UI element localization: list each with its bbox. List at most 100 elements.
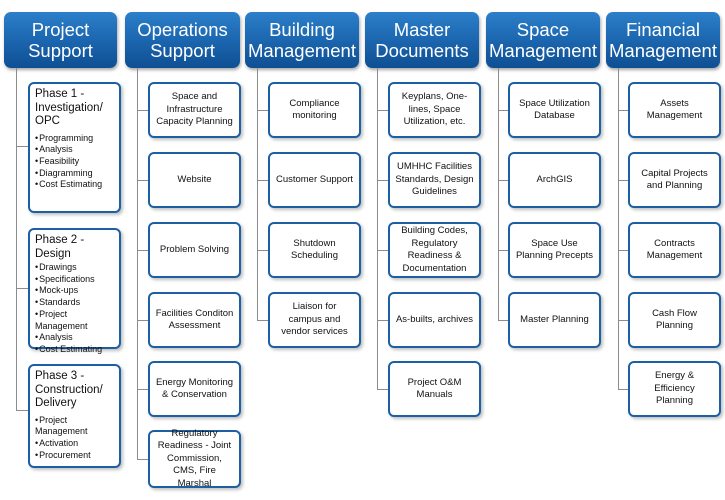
phase-task: Programming [35, 133, 113, 145]
connector-line [618, 320, 630, 321]
header-space-management: Space Management [486, 12, 600, 68]
fin-box-energy-efficiency: Energy & Efficiency Planning [628, 361, 721, 417]
connector-line [618, 68, 619, 389]
connector-line [137, 320, 149, 321]
connector-line [377, 389, 389, 390]
box-label: Regulatory Readiness - Joint Commission,… [157, 427, 232, 489]
box-label: Facilities Conditon Assessment [155, 307, 234, 332]
connector-line [377, 250, 389, 251]
box-label: Energy & Efficiency Planning [654, 370, 695, 407]
phase-task: Procurement [35, 450, 113, 462]
connector-line [618, 180, 630, 181]
box-label: Space Utilization Database [519, 97, 590, 122]
connector-line [257, 320, 269, 321]
box-label: Contracts Management [646, 237, 703, 262]
phase-task: Feasibility [35, 156, 113, 168]
box-label: Liaison for campus and vendor services [281, 301, 348, 338]
header-label: Project Support [28, 19, 93, 61]
docs-box-keyplans: Keyplans, One-lines, Space Utilization, … [388, 82, 481, 138]
connector-line [618, 110, 630, 111]
box-label: Space and Infrastructure Capacity Planni… [156, 91, 233, 128]
phase-task: Analysis [35, 144, 113, 156]
box-label: Project O&M Manuals [407, 376, 462, 401]
fin-box-assets: Assets Management [628, 82, 721, 138]
box-label: Customer Support [275, 173, 354, 185]
box-label: Capital Projects and Planning [641, 167, 708, 192]
ops-box-problem-solving: Problem Solving [148, 222, 241, 278]
phase-task: Cost Estimating [35, 179, 113, 191]
space-box-master-planning: Master Planning [508, 292, 601, 348]
connector-line [137, 110, 149, 111]
connector-line [498, 110, 510, 111]
space-box-archgis: ArchGIS [508, 152, 601, 208]
connector-line [498, 68, 499, 320]
connector-line [137, 389, 149, 390]
connector-line [377, 110, 389, 111]
header-operations-support: Operations Support [125, 12, 240, 68]
ops-box-energy-monitoring: Energy Monitoring & Conservation [148, 361, 241, 417]
bldg-box-customer-support: Customer Support [268, 152, 361, 208]
connector-line [498, 180, 510, 181]
phase-task-list: Drawings Specifications Mock-ups Standar… [35, 262, 113, 356]
header-label: Building Management [248, 19, 356, 61]
header-label: Financial Management [609, 19, 717, 61]
phase-task-list: Project Management Activation Procuremen… [35, 415, 113, 462]
header-building-management: Building Management [245, 12, 359, 68]
phase-task: Diagramming [35, 168, 113, 180]
phase-task: Activation [35, 438, 113, 450]
connector-line [257, 68, 258, 320]
box-label: Compliance monitoring [289, 97, 340, 122]
bldg-box-liaison: Liaison for campus and vendor services [268, 292, 361, 348]
space-box-utilization-db: Space Utilization Database [508, 82, 601, 138]
phase-task: Project Management [35, 415, 113, 438]
connector-line [498, 320, 510, 321]
connector-line [16, 68, 17, 410]
connector-line [257, 250, 269, 251]
box-label: Keyplans, One-lines, Space Utilization, … [401, 91, 468, 128]
connector-line [137, 250, 149, 251]
phase-task: Mock-ups [35, 285, 113, 297]
fin-box-contracts: Contracts Management [628, 222, 721, 278]
ops-box-condition-assessment: Facilities Conditon Assessment [148, 292, 241, 348]
connector-line [137, 459, 149, 460]
phase-task: Standards [35, 297, 113, 309]
bldg-box-compliance: Compliance monitoring [268, 82, 361, 138]
connector-line [618, 250, 630, 251]
header-master-documents: Master Documents [365, 12, 479, 68]
docs-box-building-codes: Building Codes, Regulatory Readiness & D… [388, 222, 481, 278]
docs-box-as-builts: As-builts, archives [388, 292, 481, 348]
connector-line [257, 110, 269, 111]
fin-box-capital-projects: Capital Projects and Planning [628, 152, 721, 208]
connector-line [16, 146, 28, 147]
phase-title: Phase 2 -Design [35, 234, 85, 260]
phase-task: Specifications [35, 274, 113, 286]
phase-task: Analysis [35, 332, 113, 344]
box-label: UMHHC Facilities Standards, Design Guide… [395, 161, 474, 198]
header-project-support: Project Support [4, 12, 117, 68]
bldg-box-shutdown-scheduling: Shutdown Scheduling [268, 222, 361, 278]
header-label: Master Documents [375, 19, 469, 61]
ops-box-capacity-planning: Space and Infrastructure Capacity Planni… [148, 82, 241, 138]
header-label: Space Management [489, 19, 597, 61]
connector-line [377, 68, 378, 389]
box-label: Assets Management [646, 97, 703, 122]
phase-1-box: Phase 1 - Investigation/ OPC Programming… [28, 82, 121, 213]
box-label: Space Use Planning Precepts [515, 237, 594, 262]
box-label: Shutdown Scheduling [290, 237, 338, 262]
connector-line [257, 180, 269, 181]
connector-line [618, 389, 630, 390]
connector-line [137, 68, 138, 459]
phase-task: Cost Estimating [35, 344, 113, 356]
box-label: Cash Flow Planning [652, 307, 697, 332]
phase-task-list: Programming Analysis Feasibility Diagram… [35, 133, 113, 192]
header-financial-management: Financial Management [606, 12, 720, 68]
connector-line [16, 410, 28, 411]
phase-title: Phase 1 - Investigation/ OPC [35, 88, 103, 127]
connector-line [137, 180, 149, 181]
box-label: ArchGIS [536, 173, 573, 185]
ops-box-website: Website [148, 152, 241, 208]
ops-box-regulatory-readiness: Regulatory Readiness - Joint Commission,… [148, 427, 241, 489]
box-label: Master Planning [520, 313, 589, 325]
phase-task: Drawings [35, 262, 113, 274]
box-label: Building Codes, Regulatory Readiness & D… [401, 225, 468, 274]
